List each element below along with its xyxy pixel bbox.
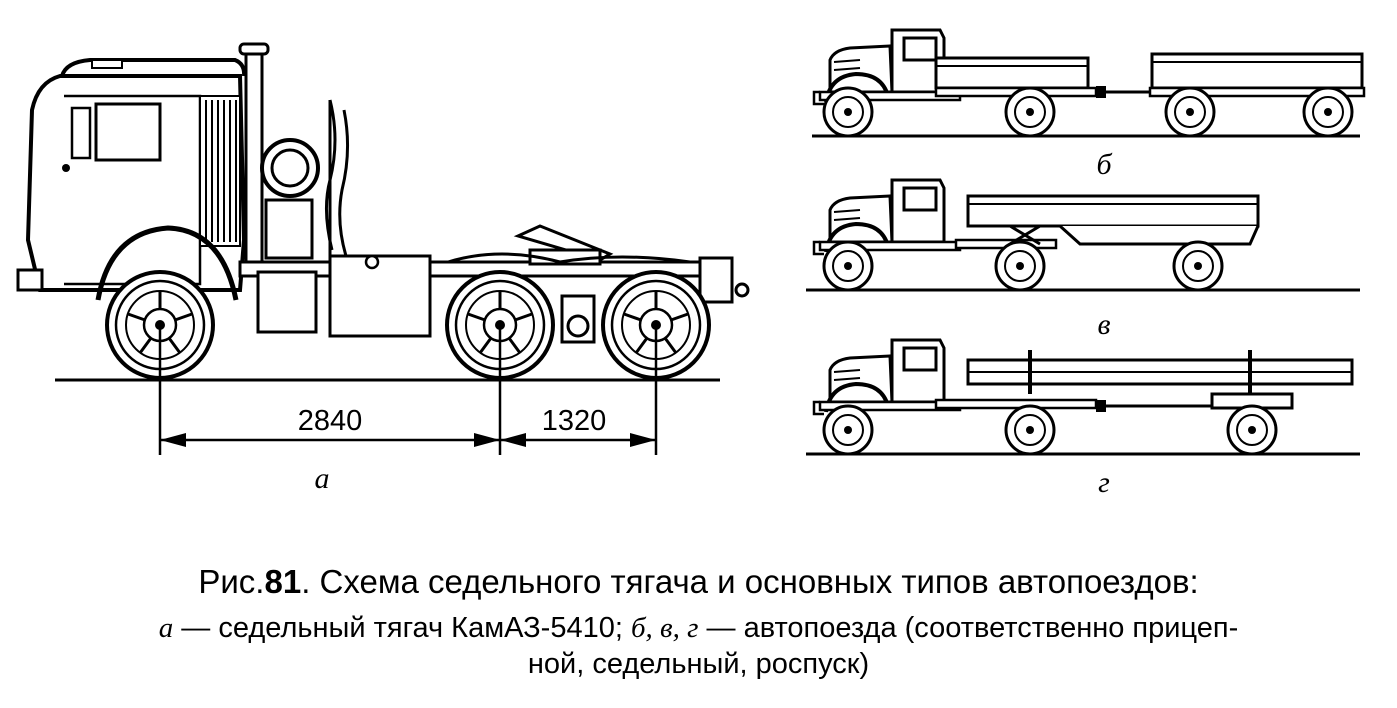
caption-title: Рис.81. Схема седельного тягача и основн… (0, 560, 1397, 604)
caption-description: а — седельный тягач КамАЗ-5410; б, в, г … (0, 610, 1397, 682)
caption-fig-prefix: Рис. (198, 563, 265, 600)
dimension-lines (158, 325, 658, 455)
figure-drawing: 2840 1320 а б в (16, 28, 1366, 499)
caption-fig-number: 81 (264, 563, 302, 600)
figure-caption: Рис.81. Схема седельного тягача и основн… (0, 560, 1397, 682)
dim-wheelbase: 2840 (298, 405, 363, 437)
label-a: а (315, 462, 330, 495)
caption-desc-letter-a: а (158, 612, 174, 644)
label-g: г (1098, 466, 1110, 499)
caption-desc-text1: — седельный тягач КамАЗ-5410; (173, 612, 631, 644)
dim-bogie: 1320 (542, 405, 607, 437)
exhaust-stack (244, 50, 264, 264)
caption-title-text: . Схема седельного тягача и основных тип… (301, 563, 1199, 600)
label-b: б (1096, 148, 1112, 181)
front-fender (95, 225, 239, 301)
fuel-tank (328, 254, 432, 338)
roadtrain-trailer: б (812, 28, 1366, 181)
air-filter (260, 138, 320, 198)
roadtrain-pole-trailer: г (806, 338, 1360, 499)
label-v: в (1097, 308, 1110, 341)
caption-desc-text2: — автопоезда (соответственно прицеп- (698, 612, 1239, 644)
caption-desc-line2: ной, седельный, роспуск) (527, 648, 870, 680)
tractor-kamaz-5410: 2840 1320 а (16, 42, 750, 495)
roadtrain-semitrailer: в (806, 178, 1360, 341)
caption-desc-letters: б, в, г (630, 612, 699, 644)
